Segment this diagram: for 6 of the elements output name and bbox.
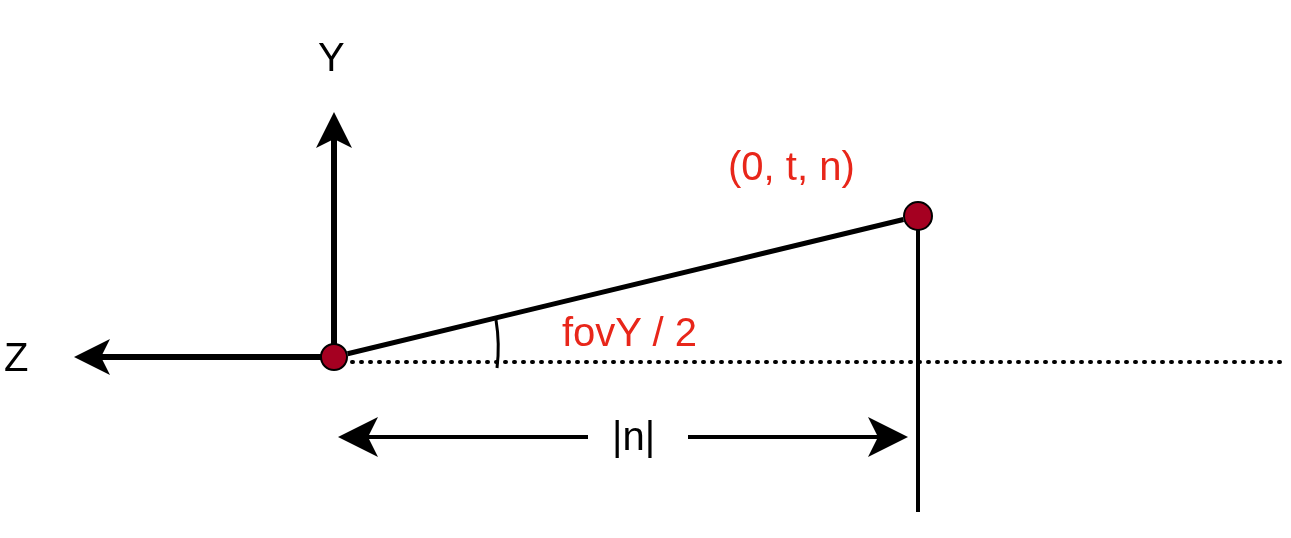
dimension-label: |n| [612,413,656,459]
axis-label: Z [4,334,29,380]
angle-label: fovY / 2 [562,309,697,355]
line [347,217,904,357]
coordinate-label: (0, t, n) [728,143,855,189]
axis-label: Y [318,34,345,80]
